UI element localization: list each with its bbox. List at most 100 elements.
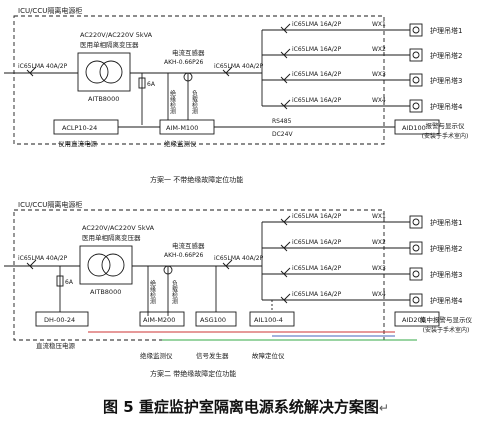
out-breaker-label-1: iC65LMA 40A/2P bbox=[214, 63, 264, 70]
terminal-socket-icon bbox=[409, 241, 423, 255]
panel-title-1: ICU/CCU隔离电源柜 bbox=[18, 6, 82, 15]
fuse-label-2: 6A bbox=[65, 279, 74, 286]
branch-wire-label: WX4 bbox=[372, 291, 386, 298]
monitor-caption-1: 绝缘监测仪 bbox=[164, 139, 197, 148]
branch-terminal-label: 护理吊塔3 bbox=[430, 76, 462, 85]
locator-caption-2: 故障定位仪 bbox=[252, 351, 285, 360]
panel-title-2: ICU/CCU隔离电源柜 bbox=[18, 200, 82, 209]
monitor-caption-2: 绝缘监测仪 bbox=[140, 351, 173, 360]
out-breaker-symbol-1 bbox=[222, 66, 233, 77]
branch-row bbox=[262, 293, 423, 307]
main-breaker-symbol-2 bbox=[26, 259, 37, 270]
branch-terminal-label: 护理吊塔1 bbox=[430, 26, 462, 35]
branch-breaker-label: iC65LMA 16A/2P bbox=[292, 213, 342, 220]
branch-row bbox=[262, 48, 423, 62]
main-breaker-label-1: iC65LMA 40A/2P bbox=[18, 63, 68, 70]
cabinet-border-2 bbox=[13, 209, 385, 341]
signal-caption-2: 信号发生器 bbox=[196, 351, 229, 360]
signal-model-2: ASG100 bbox=[200, 316, 226, 324]
figure-caption: 图 5 重症监护室隔离电源系统解决方案图↵ bbox=[0, 396, 492, 417]
scheme-1 bbox=[4, 15, 440, 145]
fuse-symbol-1 bbox=[138, 77, 146, 89]
bus-rs485-label: RS485 bbox=[272, 118, 292, 125]
figure-caption-text: 图 5 重症监护室隔离电源系统解决方案图 bbox=[103, 398, 379, 416]
branch-terminal-label: 护理吊塔3 bbox=[430, 270, 462, 279]
branch-row bbox=[262, 215, 423, 229]
transformer-coil-1b bbox=[99, 60, 123, 84]
out-breaker-symbol-2 bbox=[222, 259, 233, 270]
branch-wire-label: WX4 bbox=[372, 97, 386, 104]
branch-breaker-label: iC65LMA 16A/2P bbox=[292, 291, 342, 298]
load-label-1: 负载检测 bbox=[191, 89, 198, 115]
branch-wire-label: WX2 bbox=[372, 239, 386, 246]
display-caption-1a: 报警与显示仪 bbox=[426, 121, 466, 130]
fuse-label-1: 6A bbox=[147, 81, 156, 88]
transformer-box-2 bbox=[79, 245, 133, 285]
branch-breaker-label: iC65LMA 16A/2P bbox=[292, 97, 342, 104]
scheme-caption-1: 方案一 不带绝缘故障定位功能 bbox=[150, 175, 243, 184]
branch-row bbox=[262, 241, 423, 255]
load-label-2: 负载检测 bbox=[171, 279, 178, 305]
branch-row bbox=[262, 99, 423, 113]
terminal-socket-icon bbox=[409, 48, 423, 62]
branch-wire-label: WX3 bbox=[372, 265, 386, 272]
main-breaker-symbol-1 bbox=[26, 66, 37, 77]
psu-model-1: ACLP10-24 bbox=[62, 124, 97, 132]
display-box-1 bbox=[394, 119, 440, 135]
ct-model-2: AKH-0.66P26 bbox=[164, 252, 204, 259]
branch-terminal-label: 护理吊塔2 bbox=[430, 244, 462, 253]
scheme-2-buses bbox=[88, 331, 417, 341]
branch-terminal-label: 护理吊塔4 bbox=[430, 102, 463, 111]
locator-model-2: AIL100-4 bbox=[254, 316, 283, 324]
monitor-model-1: AIM-M100 bbox=[166, 124, 198, 132]
insulation-label-2: 绝缘检测 bbox=[149, 279, 156, 305]
monitor-box-2 bbox=[139, 311, 185, 327]
ct-model-1: AKH-0.66P26 bbox=[164, 59, 204, 66]
transformer-title-1a: AC220V/AC220V 5kVA bbox=[80, 31, 153, 39]
display-box-2 bbox=[394, 311, 440, 327]
locator-box-2 bbox=[249, 311, 295, 327]
monitor-model-2: AIM-M200 bbox=[143, 316, 175, 324]
branch-row bbox=[262, 23, 423, 37]
psu-model-2: DH-00-24 bbox=[44, 316, 75, 324]
ct-ring-1 bbox=[183, 72, 193, 82]
scheme-2-branches bbox=[262, 215, 423, 307]
transformer-coil-2b bbox=[101, 253, 125, 277]
transformer-coil-2a bbox=[87, 253, 111, 277]
branch-wire-label: WX1 bbox=[372, 21, 386, 28]
psu-caption-2: 直流稳压电源 bbox=[36, 341, 76, 350]
branch-breaker-label: iC65LMA 16A/2P bbox=[292, 239, 342, 246]
branch-breaker-label: iC65LMA 16A/2P bbox=[292, 46, 342, 53]
transformer-model-1: AITB8000 bbox=[88, 95, 119, 103]
display-caption-2b: (安装于手术室内) bbox=[423, 326, 470, 334]
branch-row bbox=[262, 73, 423, 87]
transformer-box-1 bbox=[77, 52, 131, 92]
branch-terminal-label: 护理吊塔2 bbox=[430, 51, 462, 60]
terminal-socket-icon bbox=[409, 293, 423, 307]
branch-terminal-label: 护理吊塔1 bbox=[430, 218, 462, 227]
branch-wire-label: WX3 bbox=[372, 71, 386, 78]
psu-caption-1: 仪用直流电源 bbox=[58, 139, 98, 148]
transformer-title-1b: 医用单相隔离变压器 bbox=[80, 40, 139, 49]
branch-breaker-label: iC65LMA 16A/2P bbox=[292, 71, 342, 78]
terminal-socket-icon bbox=[409, 267, 423, 281]
bus-dc24v-label: DC24V bbox=[272, 131, 293, 138]
transformer-title-2a: AC220V/AC220V 5kVA bbox=[82, 224, 155, 232]
terminal-socket-icon bbox=[409, 99, 423, 113]
branch-row bbox=[262, 267, 423, 281]
branch-breaker-label: iC65LMA 16A/2P bbox=[292, 21, 342, 28]
transformer-coil-1a bbox=[85, 60, 109, 84]
main-breaker-label-2: iC65LMA 40A/2P bbox=[18, 255, 68, 262]
terminal-socket-icon bbox=[409, 23, 423, 37]
branch-breaker-label: iC65LMA 16A/2P bbox=[292, 265, 342, 272]
psu-box-2 bbox=[35, 311, 89, 327]
fuse-symbol-2 bbox=[56, 275, 64, 287]
scheme-2-labels: ICU/CCU隔离电源柜 AC220V/AC220V 5kVA 医用单相隔离变压… bbox=[18, 200, 473, 378]
branch-terminal-label: 护理吊塔4 bbox=[430, 296, 463, 305]
branch-wire-label: WX1 bbox=[372, 213, 386, 220]
scheme-caption-2: 方案二 带绝缘故障定位功能 bbox=[150, 369, 236, 378]
display-caption-1b: (安装于手术室内) bbox=[422, 132, 469, 140]
ct-title-2: 电流互感器 bbox=[172, 241, 205, 250]
display-caption-2a: 集中报警与显示仪 bbox=[420, 315, 473, 324]
